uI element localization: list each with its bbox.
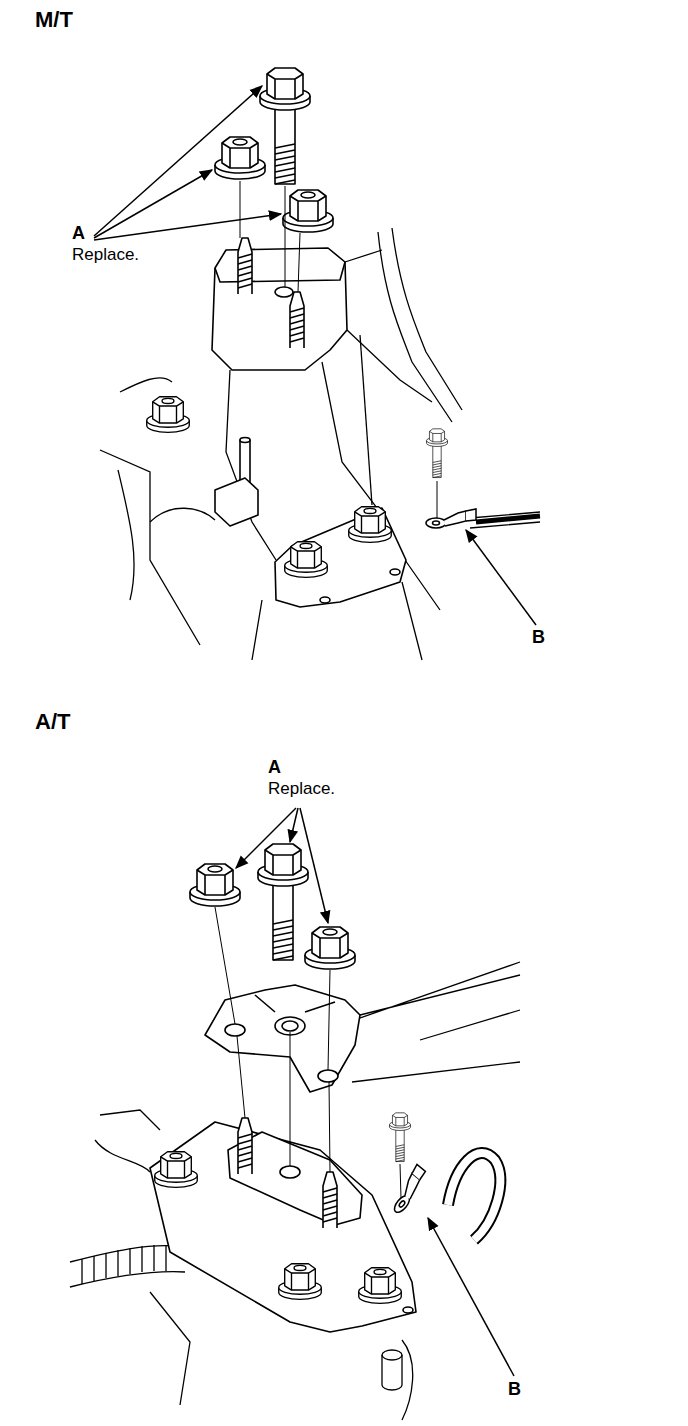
at-background [70, 962, 520, 1420]
ground-cable [448, 1153, 500, 1240]
bracket-hole [225, 1024, 245, 1036]
at-guide-lines [215, 907, 401, 1198]
callout-letter: A [268, 758, 281, 778]
harness-rib [82, 1245, 166, 1284]
mt-fasteners [147, 68, 540, 577]
dowel [382, 1355, 402, 1390]
guide-line [437, 481, 438, 518]
engine-line [100, 1110, 160, 1130]
leader-line [94, 170, 212, 238]
mount-flange [275, 508, 406, 607]
engine-line [95, 1140, 150, 1172]
bolt-hole [390, 569, 400, 575]
bolt-hole [320, 597, 330, 603]
housing-bolt [155, 1152, 198, 1188]
sensor-pin-top [240, 438, 250, 443]
mt-mount [212, 248, 406, 607]
ground-terminal [426, 509, 476, 528]
note: Replace. [72, 246, 139, 265]
cable [392, 228, 462, 410]
housing-line [226, 370, 276, 560]
engine-line [100, 450, 200, 645]
mount-stud [323, 1172, 337, 1228]
housing-bolt [349, 507, 392, 543]
ground-terminal [385, 1164, 432, 1215]
bracket-rib [255, 995, 335, 1012]
self-locking-nut [190, 864, 240, 906]
self-locking-nut [305, 927, 355, 969]
at-fasteners [155, 844, 432, 1303]
at-leaders [236, 808, 514, 1376]
ground-bolt [427, 429, 448, 478]
mount-stud [290, 292, 304, 348]
mt-leaders [94, 86, 536, 625]
mount-bolt [260, 68, 310, 184]
ground-cable [448, 1153, 500, 1240]
mount-stud [238, 1118, 252, 1174]
housing-line [360, 335, 372, 505]
ground-bolt [390, 1113, 411, 1162]
guide-line [285, 186, 286, 287]
leader-line [236, 808, 296, 868]
bracket [205, 985, 360, 1092]
self-locking-nut [215, 137, 265, 179]
leader-line [428, 1218, 514, 1376]
ground-cable [476, 516, 540, 522]
callout-letter: B [508, 1380, 521, 1400]
mt-guide-lines [240, 181, 437, 518]
callout-letter: B [532, 628, 545, 648]
housing-bolt [279, 1264, 322, 1300]
guide-line [298, 233, 300, 292]
leader-line [290, 808, 298, 842]
bolt-hole [403, 1307, 413, 1313]
leader-line [466, 530, 536, 625]
guide-line [290, 1032, 291, 1166]
bracket-hole [318, 1070, 338, 1082]
housing-bolt [359, 1268, 402, 1304]
at-cable [448, 1153, 500, 1240]
harness [70, 1246, 185, 1287]
mount-plate-edge [215, 262, 345, 282]
housing-line [340, 962, 520, 1082]
housing-bolt [147, 397, 190, 433]
view-title: A/T [35, 710, 70, 734]
cable [378, 232, 452, 422]
note: Replace. [268, 780, 335, 799]
mount-stud [238, 238, 252, 294]
guide-line [240, 181, 241, 238]
callout-letter: A [72, 224, 85, 244]
mount-base [150, 1122, 416, 1332]
at-mount [150, 985, 416, 1332]
leader-line [94, 86, 262, 236]
sensor-body [215, 478, 258, 526]
guide-line [328, 970, 330, 1172]
harness [470, 512, 540, 528]
guide-line [400, 1164, 401, 1198]
self-locking-nut [283, 190, 333, 232]
housing-bolt [285, 542, 328, 578]
bolt-hole [280, 1166, 300, 1178]
engine-line [150, 508, 215, 522]
dowel [382, 1350, 402, 1360]
engine-line [118, 470, 134, 600]
housing-line [345, 250, 432, 402]
leader-line [94, 214, 281, 240]
guide-line [215, 907, 245, 1118]
bracket-hole [282, 1021, 298, 1031]
mt-background [100, 228, 540, 660]
engine-line [120, 378, 172, 392]
mount-bolt [258, 844, 308, 960]
view-title: M/T [35, 8, 73, 32]
bolt-hole [275, 287, 293, 297]
mount-plate [212, 248, 347, 370]
leader-line [300, 808, 328, 923]
